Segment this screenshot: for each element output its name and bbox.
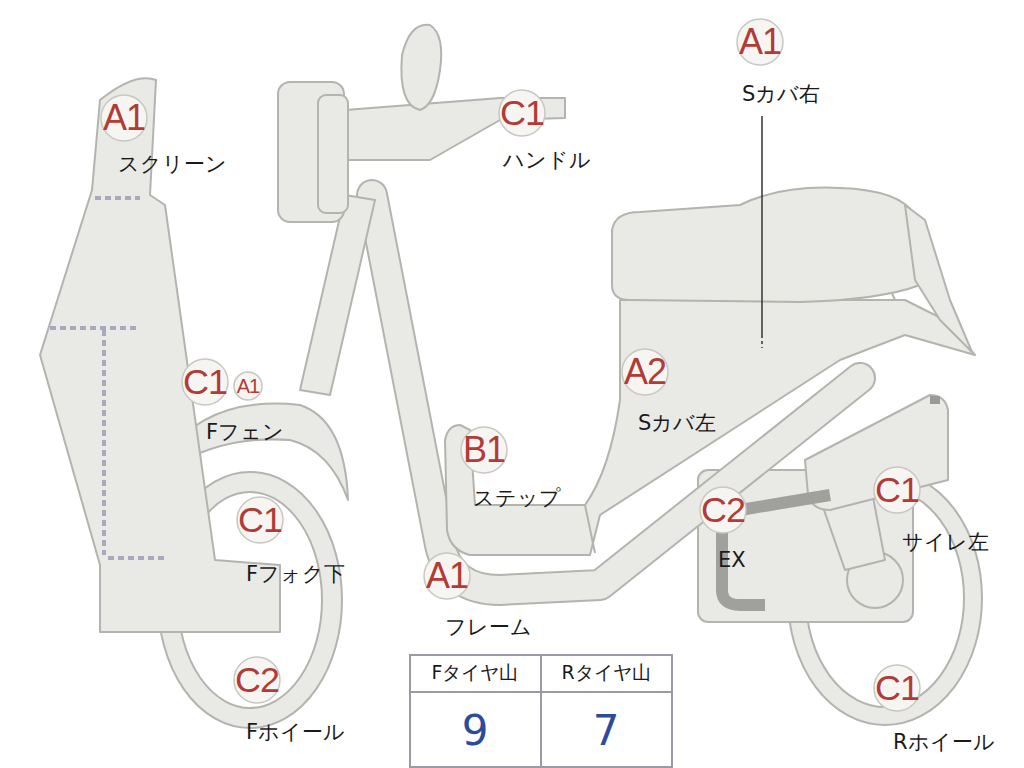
tread-table [410, 655, 672, 767]
grade-code: C2 [233, 656, 281, 704]
grade-callout: C1Fフォク下 [236, 496, 284, 544]
part-name: Sカバ左 [638, 409, 716, 437]
part-name: EX [718, 548, 746, 572]
callout-circle-shape [622, 349, 668, 395]
callout-circle-shape [234, 657, 280, 703]
grade-code: A2 [621, 348, 669, 396]
callout-circle-shape [874, 467, 920, 513]
grade-callout: C1Fフェン [181, 358, 229, 406]
callout-circle-shape [101, 95, 147, 141]
part-name: Fフォク下 [246, 560, 345, 588]
grade-callout: C2EX [699, 486, 747, 534]
part-name: ハンドル [503, 146, 591, 174]
panel-seams [50, 198, 165, 558]
grade-callout: B1ステップ [460, 426, 508, 474]
part-name: フレーム [445, 613, 532, 641]
grade-code: C1 [873, 664, 921, 712]
part-name: Fフェン [206, 418, 284, 446]
part-name: ステップ [473, 484, 561, 512]
grade-callout: C1サイレ左 [873, 466, 921, 514]
grade-callout: C1ハンドル [498, 89, 546, 137]
callout-circle-shape [234, 372, 262, 400]
part-name: Sカバ右 [742, 80, 820, 108]
part-name: スクリーン [118, 150, 227, 178]
grade-code: C2 [699, 486, 747, 534]
table-header: Rタイヤ山 [561, 660, 650, 686]
part-name: サイレ左 [902, 528, 989, 556]
grade-code: C1 [181, 358, 229, 406]
grade-callout: C2Fホイール [233, 656, 281, 704]
side-cover [445, 300, 975, 555]
table-value: 7 [593, 706, 620, 755]
grade-code: B1 [460, 426, 508, 474]
front-fork [300, 195, 375, 395]
callout-circle-shape [182, 359, 228, 405]
callout-circle-shape [700, 487, 746, 533]
grade-callout: A2Sカバ左 [621, 348, 669, 396]
grade-callout: A1スクリーン [100, 94, 148, 142]
callout-circle-shape [499, 90, 545, 136]
part-name: Rホイール [893, 728, 995, 756]
leader-line [761, 116, 763, 335]
grade-code: C1 [236, 496, 284, 544]
grade-code: A1 [100, 94, 148, 142]
callout-circle-shape [737, 19, 783, 65]
grade-code: C1 [873, 466, 921, 514]
grade-callout: A1 [233, 371, 263, 401]
table-header: Fタイヤ山 [432, 660, 519, 686]
table-value: 9 [462, 706, 489, 755]
seat [612, 188, 920, 302]
grade-code: A1 [423, 552, 471, 600]
grade-callout: A1フレーム [423, 552, 471, 600]
grade-code: C1 [498, 89, 546, 137]
mirror [401, 25, 441, 110]
callout-circle-shape [237, 497, 283, 543]
grade-code: A1 [233, 371, 263, 401]
callout-circle-shape [874, 665, 920, 711]
part-name: Fホイール [246, 718, 345, 746]
grade-callout: C1Rホイール [873, 664, 921, 712]
callout-circle-shape [424, 553, 470, 599]
grade-code: A1 [736, 18, 784, 66]
front-body [40, 78, 280, 632]
callout-circle-shape [461, 427, 507, 473]
grade-callout: A1Sカバ右 [736, 18, 784, 66]
